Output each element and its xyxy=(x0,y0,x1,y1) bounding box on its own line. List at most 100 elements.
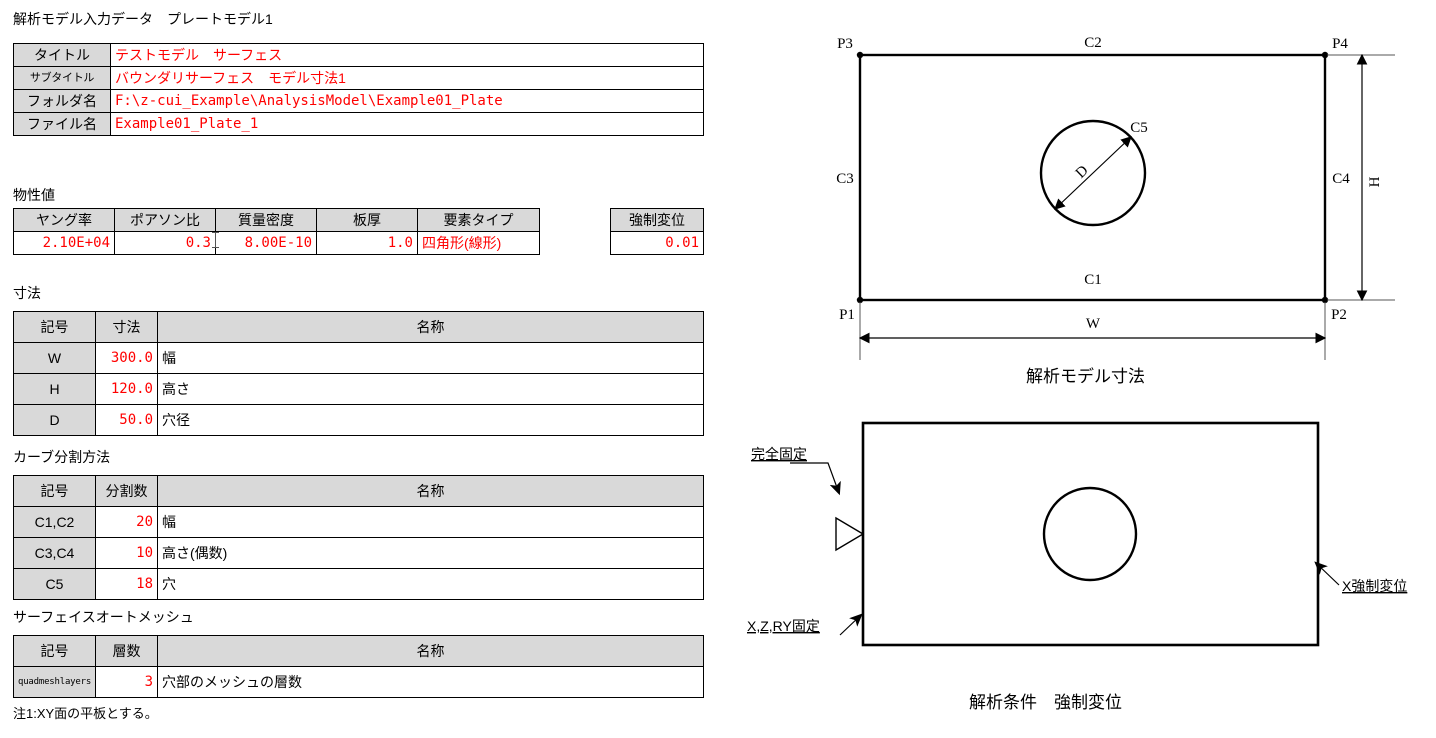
annotation-fixed-all: 完全固定 xyxy=(751,446,807,462)
annotation-xzry-fixed: X,Z,RY固定 xyxy=(747,618,820,634)
mesh-symbol-quadmeshlayers: quadmeshlayers xyxy=(13,666,96,698)
prop-value-young[interactable]: 2.10E+04 xyxy=(13,231,115,255)
label-d: D xyxy=(1073,162,1092,181)
table-row: タイトル テストモデル サーフェス xyxy=(13,43,704,67)
label-p4: P4 xyxy=(1332,36,1348,52)
forced-displacement-table: 強制変位 0.01 xyxy=(610,208,704,255)
curve-division-table: 記号 分割数 名称 C1,C2 20 幅 C3,C4 10 高さ(偶数) C5 … xyxy=(13,475,704,600)
curve-symbol-c1c2: C1,C2 xyxy=(13,506,96,538)
table-header-row: 強制変位 xyxy=(610,208,704,232)
dimensions-section-label: 寸法 xyxy=(13,285,41,301)
prop-header-thickness: 板厚 xyxy=(316,208,418,232)
x-forced-disp-leader xyxy=(1314,561,1340,586)
dim-value-h[interactable]: 120.0 xyxy=(95,373,158,405)
forced-displacement-value[interactable]: 0.01 xyxy=(610,231,704,255)
dim-header-symbol: 記号 xyxy=(13,311,96,343)
curve-name-c1c2: 幅 xyxy=(157,506,704,538)
dim-name-w: 幅 xyxy=(157,342,704,374)
label-c3: C3 xyxy=(836,171,854,187)
info-key-folder: フォルダ名 xyxy=(13,89,111,113)
plate-outline xyxy=(858,53,1327,302)
table-row: ファイル名 Example01_Plate_1 xyxy=(13,112,704,136)
table-row: W 300.0 幅 xyxy=(13,342,704,374)
page-title: 解析モデル入力データ プレートモデル1 xyxy=(13,11,273,27)
curve-division-section-label: カーブ分割方法 xyxy=(13,449,111,465)
diameter-arrow xyxy=(1054,136,1132,210)
properties-section-label: 物性値 xyxy=(13,187,55,203)
dim-value-d[interactable]: 50.0 xyxy=(95,404,158,436)
table-header-row: ヤング率 ポアソン比 質量密度 板厚 要素タイプ xyxy=(13,208,540,232)
model-diagram-caption: 解析モデル寸法 xyxy=(1026,367,1145,386)
table-row: D 50.0 穴径 xyxy=(13,404,704,436)
annotation-x-forced-disp: X強制変位 xyxy=(1342,578,1407,594)
prop-header-density: 質量密度 xyxy=(215,208,317,232)
mesh-header-layers: 層数 xyxy=(95,635,158,667)
condition-plate-outline xyxy=(861,421,1320,647)
curve-symbol-c3c4: C3,C4 xyxy=(13,537,96,569)
label-c4: C4 xyxy=(1332,171,1350,187)
info-key-filename: ファイル名 xyxy=(13,112,111,136)
label-h: H xyxy=(1367,176,1383,187)
point-p1-marker xyxy=(856,296,864,304)
curve-value-c5[interactable]: 18 xyxy=(95,568,158,600)
label-c1: C1 xyxy=(1084,272,1102,288)
table-row: C5 18 穴 xyxy=(13,568,704,600)
curve-name-c3c4: 高さ(偶数) xyxy=(157,537,704,569)
point-p3-marker xyxy=(856,51,864,59)
fixed-all-leader xyxy=(790,462,841,496)
dim-symbol-d: D xyxy=(13,404,96,436)
condition-hole-circle xyxy=(1042,486,1138,582)
info-key-subtitle: サブタイトル xyxy=(13,66,111,90)
conditions-diagram-caption: 解析条件 強制変位 xyxy=(969,693,1122,712)
curve-value-c3c4[interactable]: 10 xyxy=(95,537,158,569)
info-value-subtitle[interactable]: バウンダリサーフェス モデル寸法1 xyxy=(110,66,704,90)
table-header-row: 記号 寸法 名称 xyxy=(13,311,704,343)
dim-value-w[interactable]: 300.0 xyxy=(95,342,158,374)
info-value-folder[interactable]: F:\z-cui_Example\AnalysisModel\Example01… xyxy=(110,89,704,113)
dimensions-table: 記号 寸法 名称 W 300.0 幅 H 120.0 高さ D 50.0 穴径 xyxy=(13,311,704,436)
table-header-row: 記号 分割数 名称 xyxy=(13,475,704,507)
fixed-support-triangle xyxy=(835,516,865,552)
info-value-filename[interactable]: Example01_Plate_1 xyxy=(110,112,704,136)
prop-value-thickness[interactable]: 1.0 xyxy=(316,231,418,255)
model-dimension-svg: P3 P4 P1 P2 C1 C2 C3 C4 C5 W H D xyxy=(836,35,1395,360)
analysis-conditions-svg: 完全固定 X,Z,RY固定 X強制変位 xyxy=(747,421,1407,647)
prop-value-density[interactable]: 8.00E-10 xyxy=(215,231,317,255)
curve-header-divisions: 分割数 xyxy=(95,475,158,507)
label-p1: P1 xyxy=(839,307,855,323)
surface-auto-mesh-section-label: サーフェイスオートメッシュ xyxy=(13,609,194,625)
surface-auto-mesh-table: 記号 層数 名称 quadmeshlayers 3 穴部のメッシュの層数 xyxy=(13,635,704,698)
curve-value-c1c2[interactable]: 20 xyxy=(95,506,158,538)
hole-circle xyxy=(1039,119,1147,227)
prop-header-element-type: 要素タイプ xyxy=(417,208,540,232)
label-c2: C2 xyxy=(1084,35,1102,51)
dim-name-d: 穴径 xyxy=(157,404,704,436)
point-p2-marker xyxy=(1321,296,1329,304)
table-row: サブタイトル バウンダリサーフェス モデル寸法1 xyxy=(13,66,704,90)
model-info-table: タイトル テストモデル サーフェス サブタイトル バウンダリサーフェス モデル寸… xyxy=(13,43,704,136)
info-value-title[interactable]: テストモデル サーフェス xyxy=(110,43,704,67)
prop-header-poisson: ポアソン比 xyxy=(114,208,216,232)
dim-symbol-h: H xyxy=(13,373,96,405)
label-w: W xyxy=(1086,316,1101,332)
table-row: quadmeshlayers 3 穴部のメッシュの層数 xyxy=(13,666,704,698)
table-header-row: 記号 層数 名称 xyxy=(13,635,704,667)
prop-value-element-type[interactable]: 四角形(線形) xyxy=(417,231,540,255)
info-key-title: タイトル xyxy=(13,43,111,67)
text-caret-artifact xyxy=(212,232,219,248)
label-c5: C5 xyxy=(1130,120,1148,136)
forced-displacement-header: 強制変位 xyxy=(610,208,704,232)
table-row: 0.01 xyxy=(610,231,704,255)
footnote: 注1:XY面の平板とする。 xyxy=(13,706,158,721)
prop-value-poisson[interactable]: 0.3 xyxy=(114,231,216,255)
label-p2: P2 xyxy=(1331,307,1347,323)
point-p4-marker xyxy=(1321,51,1329,59)
dim-header-value: 寸法 xyxy=(95,311,158,343)
mesh-value-quadmeshlayers[interactable]: 3 xyxy=(95,666,158,698)
curve-header-symbol: 記号 xyxy=(13,475,96,507)
label-p3: P3 xyxy=(837,36,853,52)
dim-header-name: 名称 xyxy=(157,311,704,343)
dim-symbol-w: W xyxy=(13,342,96,374)
table-row: C3,C4 10 高さ(偶数) xyxy=(13,537,704,569)
mesh-header-symbol: 記号 xyxy=(13,635,96,667)
